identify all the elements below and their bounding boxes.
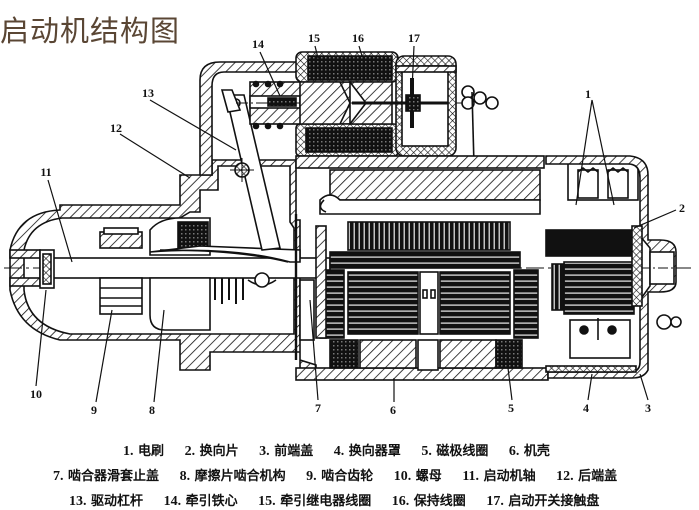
pinion-gear (99, 227, 143, 315)
callout-5: 5 (508, 401, 514, 415)
callout-2: 2 (679, 201, 685, 215)
callout-14: 14 (252, 37, 264, 51)
sleeve-stop-cover (294, 214, 327, 360)
motor-housing (295, 155, 549, 381)
leader-lines (35, 45, 677, 403)
legend-row-1: 1. 电刷 2. 换向片 3. 前端盖 4. 换向器罩 5. 磁极线圈 6. 机… (123, 440, 566, 460)
legend-item: 5. 磁极线圈 (421, 444, 489, 459)
callout-17: 17 (408, 31, 420, 45)
legend-item: 9. 啮合齿轮 (306, 469, 374, 484)
callout-13: 13 (142, 86, 154, 100)
legend-item: 8. 摩擦片啮合机构 (179, 469, 286, 484)
legend-item: 3. 前端盖 (259, 444, 314, 459)
legend-item: 14. 牵引铁心 (163, 494, 238, 509)
callout-7: 7 (315, 401, 321, 415)
legend-item: 7. 啮合器滑套止盖 (53, 469, 160, 484)
callout-4: 4 (583, 401, 589, 415)
callout-15: 15 (308, 31, 320, 45)
callout-11: 11 (40, 165, 51, 179)
callout-10: 10 (30, 387, 42, 401)
starter-motor-cross-section: 1 2 3 4 5 6 7 8 9 10 11 12 13 14 15 16 1… (4, 31, 692, 417)
callout-9: 9 (91, 403, 97, 417)
drawing-body (4, 51, 692, 381)
legend-item: 16. 保持线圈 (391, 494, 466, 509)
callout-1: 1 (585, 87, 591, 101)
callout-16: 16 (352, 31, 364, 45)
solenoid (295, 51, 399, 157)
legend-item: 13. 驱动杠杆 (69, 494, 144, 509)
commutator-brushes (545, 159, 639, 359)
callout-12: 12 (110, 121, 122, 135)
legend-row-2: 7. 啮合器滑套止盖 8. 摩擦片啮合机构 9. 啮合齿轮 10. 螺母 11.… (53, 465, 633, 485)
legend-item: 1. 电刷 (123, 444, 165, 459)
legend-item: 2. 换向片 (184, 444, 239, 459)
legend-row-3: 13. 驱动杠杆 14. 牵引铁心 15. 牵引继电器线圈 16. 保持线圈 1… (69, 490, 615, 510)
legend-item: 17. 启动开关接触盘 (486, 494, 600, 509)
legend-item: 4. 换向器罩 (333, 444, 401, 459)
contact-disk (352, 55, 499, 166)
legend-item: 10. 螺母 (393, 469, 442, 484)
callout-labels: 1 2 3 4 5 6 7 8 9 10 11 12 13 14 15 16 1… (30, 31, 685, 417)
front-end-cover (545, 155, 692, 379)
callout-3: 3 (645, 401, 651, 415)
legend-item: 11. 启动机轴 (462, 469, 536, 484)
armature (329, 221, 521, 335)
drive-lever (220, 89, 281, 251)
legend-item: 6. 机壳 (508, 444, 550, 459)
page-title: 启动机结构图 (0, 14, 181, 48)
legend-item: 12. 后端盖 (556, 469, 618, 484)
callout-6: 6 (390, 403, 396, 417)
legend-item: 15. 牵引继电器线圈 (258, 494, 372, 509)
callout-8: 8 (149, 403, 155, 417)
friction-clutch (149, 217, 277, 331)
